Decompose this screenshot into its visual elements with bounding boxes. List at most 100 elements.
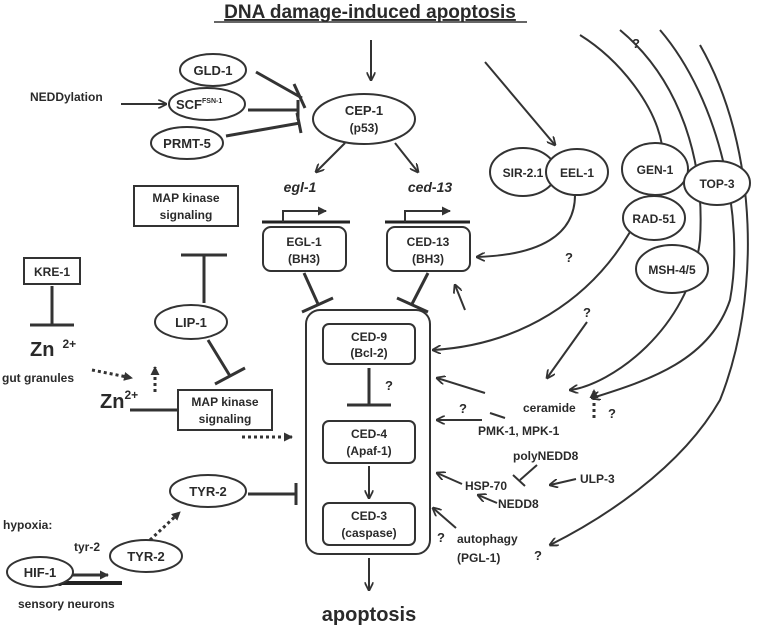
ced9-label: CED-9 bbox=[351, 330, 387, 344]
arrow-ulp3 bbox=[550, 478, 577, 485]
eel1-label: EEL-1 bbox=[560, 166, 594, 180]
gen1-label: GEN-1 bbox=[637, 163, 674, 177]
top3-node bbox=[683, 160, 751, 206]
tyr2-lower-label: TYR-2 bbox=[127, 549, 165, 564]
nedd8-label: NEDD8 bbox=[498, 497, 539, 511]
rad51-label: RAD-51 bbox=[632, 212, 676, 226]
arrow-hsp70-core bbox=[437, 473, 463, 485]
arrow-to-ced13 bbox=[455, 285, 466, 311]
ceramide-label: ceramide bbox=[523, 401, 576, 415]
curve-outer-1 bbox=[570, 29, 702, 390]
egl1-promoter-arrow bbox=[282, 206, 327, 222]
curve-outer-3 bbox=[550, 44, 749, 545]
inhibit-bar bbox=[512, 474, 526, 487]
gut-granules-label: gut granules bbox=[2, 371, 74, 385]
lip1-label: LIP-1 bbox=[175, 315, 207, 330]
autophagy-label: autophagy bbox=[457, 532, 518, 546]
map-kinase-top-label: MAP kinase bbox=[152, 191, 219, 205]
arrow-autophagy-core bbox=[433, 508, 457, 529]
ced13-label: CED-13 bbox=[407, 235, 450, 249]
arrow-tyr2-translation bbox=[148, 510, 182, 542]
egl1-node bbox=[262, 226, 347, 272]
gen1-node bbox=[621, 142, 689, 196]
inhibit-bar bbox=[292, 83, 307, 109]
gld1-label: GLD-1 bbox=[194, 63, 233, 78]
ced3-node bbox=[322, 502, 416, 546]
inhibit-egl1-ced9 bbox=[302, 272, 320, 305]
map-kinase-bottom-node bbox=[177, 389, 273, 431]
msh45-label: MSH-4/5 bbox=[648, 263, 696, 277]
question-mark: ? bbox=[459, 401, 467, 416]
prmt5-label: PRMT-5 bbox=[163, 136, 211, 151]
ced13-node bbox=[386, 226, 471, 272]
prmt5-node bbox=[150, 126, 224, 160]
hsp70-label: HSP-70 bbox=[465, 479, 507, 493]
arrow-cep1-ced13 bbox=[394, 142, 418, 172]
question-mark: ? bbox=[565, 250, 573, 265]
diagram-title: DNA damage-induced apoptosis bbox=[224, 2, 516, 23]
map-kinase-top-node bbox=[133, 185, 239, 227]
arrow-q-to-ceramide bbox=[547, 321, 588, 378]
egl1-gene-label: egl-1 bbox=[284, 179, 317, 195]
ced4-node bbox=[322, 420, 416, 464]
egl1-label: EGL-1 bbox=[286, 235, 322, 249]
tyr2-gene-label: tyr-2 bbox=[74, 540, 100, 554]
inhibit-lip1-map-bottom bbox=[206, 339, 232, 377]
arrow-eel1-ced13 bbox=[477, 194, 576, 257]
tyr2-label: TYR-2 bbox=[189, 484, 227, 499]
neddylation-label: NEDDylation bbox=[30, 90, 103, 104]
eel1-node bbox=[545, 148, 609, 196]
inhibit-bar bbox=[214, 366, 246, 386]
inhibit-gld1-cep1 bbox=[255, 70, 303, 100]
autophagy-sublabel: (PGL-1) bbox=[457, 551, 500, 565]
ced4-sublabel: (Apaf-1) bbox=[346, 444, 391, 458]
inhibit-bar bbox=[396, 296, 429, 314]
ced3-label: CED-3 bbox=[351, 509, 387, 523]
kre1-node bbox=[23, 257, 81, 285]
scf-label: SCFFSN-1 bbox=[176, 97, 222, 112]
arrow-gut-granules-zn bbox=[91, 368, 133, 381]
question-mark: ? bbox=[608, 406, 616, 421]
arrow-rad51-ced9 bbox=[433, 231, 631, 350]
ulp3-label: ULP-3 bbox=[580, 472, 615, 486]
msh45-node bbox=[635, 244, 709, 294]
arrow-ceramide-core bbox=[437, 378, 486, 394]
sensory-neurons-label: sensory neurons bbox=[18, 597, 115, 611]
question-mark: ? bbox=[385, 378, 393, 393]
scf-node bbox=[168, 87, 246, 121]
ced13-promoter-arrow bbox=[404, 206, 451, 222]
cep1-sublabel: (p53) bbox=[350, 121, 379, 135]
question-mark: ? bbox=[534, 548, 542, 563]
question-mark: ? bbox=[632, 36, 640, 51]
rad51-node bbox=[622, 195, 686, 241]
arrow-nedd8-hsp70 bbox=[478, 495, 498, 504]
question-mark: ? bbox=[437, 530, 445, 545]
inhibit-bar bbox=[295, 112, 303, 134]
hif1-node bbox=[6, 556, 74, 588]
polynedd8-label: polyNEDD8 bbox=[513, 449, 579, 463]
ced13-sublabel: (BH3) bbox=[412, 252, 444, 266]
inhibit-polynedd8-hsp70 bbox=[519, 464, 538, 481]
question-mark: ? bbox=[583, 305, 591, 320]
ced9-node bbox=[322, 323, 416, 365]
pmk-mpk-label: PMK-1, MPK-1 bbox=[478, 424, 560, 438]
cep1-node bbox=[312, 93, 416, 145]
pmk-tick bbox=[489, 412, 506, 419]
lip1-node bbox=[154, 304, 228, 340]
tyr2-lower-node bbox=[109, 539, 183, 573]
kre1-label: KRE-1 bbox=[34, 265, 70, 279]
egl1-sublabel: (BH3) bbox=[288, 252, 320, 266]
ced13-gene-label: ced-13 bbox=[408, 179, 453, 195]
top3-label: TOP-3 bbox=[699, 177, 734, 191]
ced9-sublabel: (Bcl-2) bbox=[350, 346, 387, 360]
ced4-label: CED-4 bbox=[351, 427, 387, 441]
map-kinase-bottom-label: MAP kinase bbox=[191, 395, 258, 409]
hif1-label: HIF-1 bbox=[24, 565, 57, 580]
cep1-label: CEP-1 bbox=[345, 103, 383, 118]
tyr2-node bbox=[169, 474, 247, 508]
inhibit-bar bbox=[301, 296, 334, 314]
curve-gen1 bbox=[579, 34, 663, 146]
